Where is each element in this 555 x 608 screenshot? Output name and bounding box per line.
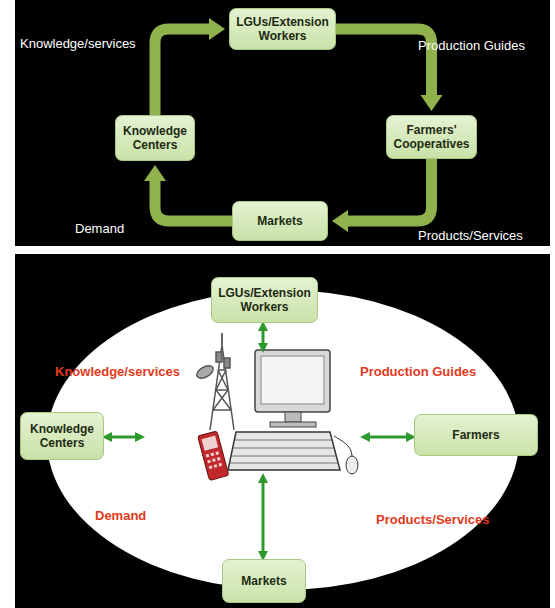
flow-label: Knowledge/services — [20, 36, 136, 51]
process-box: Markets — [232, 201, 328, 241]
process-box: Markets — [222, 559, 306, 603]
box-text: Markets — [241, 574, 286, 588]
process-box: Farmers' Cooperatives — [386, 115, 477, 159]
flow-label: Products/Services — [418, 228, 523, 243]
box-text: Knowledge Centers — [122, 124, 188, 152]
flow-label: Demand — [95, 508, 146, 523]
phone-icon — [198, 431, 229, 481]
process-box: LGUs/Extension Workers — [229, 8, 336, 50]
flow-label: Production Guides — [418, 38, 525, 53]
tower-icon — [195, 333, 234, 430]
flow-label: Production Guides — [360, 364, 476, 379]
cycle-arrow — [155, 177, 232, 221]
cycle-arrow — [344, 159, 432, 221]
process-box: Farmers — [414, 414, 538, 456]
flow-label: Demand — [75, 221, 124, 236]
box-text: Farmers' Cooperatives — [393, 123, 470, 151]
process-box: LGUs/Extension Workers — [211, 277, 318, 323]
cycle-arrow — [155, 29, 213, 115]
cycle-arrow — [336, 29, 432, 99]
double-arrows — [107, 326, 411, 556]
box-text: LGUs/Extension Workers — [236, 15, 329, 43]
box-text: Farmers — [452, 428, 499, 442]
computer-icon — [228, 350, 358, 474]
box-text: LGUs/Extension Workers — [218, 286, 311, 314]
box-text: Knowledge Centers — [27, 422, 97, 450]
process-box: Knowledge Centers — [20, 412, 104, 460]
flow-label: Products/Services — [376, 512, 489, 527]
flow-label: Knowledge/services — [55, 364, 180, 379]
box-text: Markets — [257, 214, 302, 228]
process-box: Knowledge Centers — [115, 115, 195, 161]
